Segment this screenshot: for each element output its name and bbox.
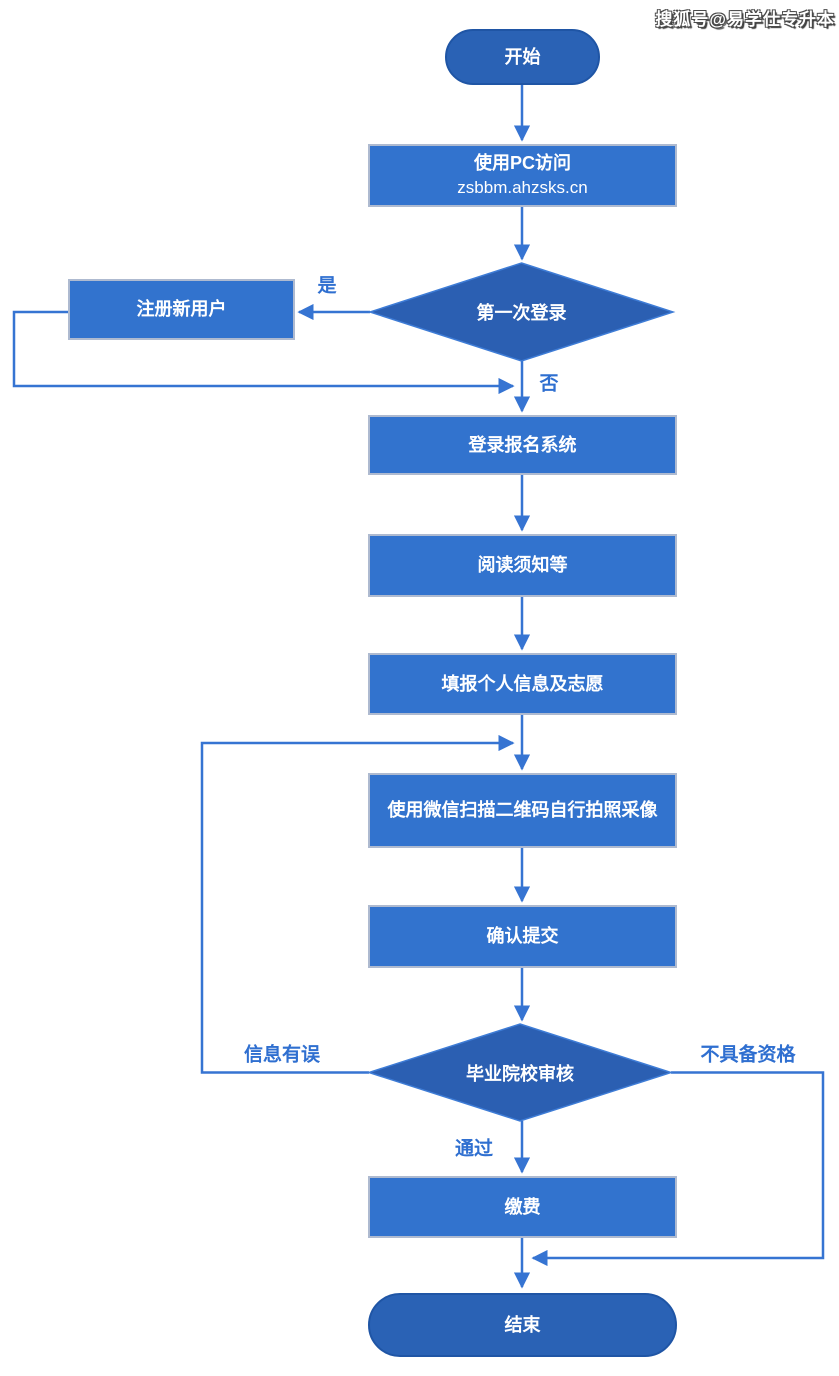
node-wechat-photo-label: 使用微信扫描二维码自行拍照采像: [387, 800, 658, 821]
edge-label-yes: 是: [317, 275, 337, 297]
edge-label-info-error: 信息有误: [243, 1044, 321, 1066]
decision-school-review-shape: [366, 1023, 674, 1122]
edge-label-no: 否: [539, 373, 559, 395]
node-end: 结束: [368, 1293, 677, 1357]
node-fill-info-label: 填报个人信息及志愿: [441, 673, 604, 694]
node-login-system-label: 登录报名系统: [468, 434, 577, 455]
node-pc-access-url: zsbbm.ahzsks.cn: [457, 178, 588, 198]
node-read-notice: 阅读须知等: [368, 534, 677, 597]
node-end-label: 结束: [504, 1314, 541, 1335]
node-register: 注册新用户: [68, 279, 295, 340]
connector-register-loop-back: [12, 310, 515, 395]
node-start: 开始: [445, 29, 600, 85]
node-pay: 缴费: [368, 1176, 677, 1238]
node-pay-label: 缴费: [504, 1196, 541, 1217]
node-confirm-submit-label: 确认提交: [486, 926, 559, 947]
edge-label-not-qualified: 不具备资格: [700, 1044, 796, 1066]
connector-review-not-qualified-to-end: [531, 1071, 825, 1267]
node-pc-access-line1: 使用PC访问: [473, 153, 571, 174]
watermark-text: 搜狐号@易学仕专升本: [655, 10, 835, 29]
node-confirm-submit: 确认提交: [368, 905, 677, 968]
node-login-system: 登录报名系统: [368, 415, 677, 475]
connector-review-info-error-loop: [200, 734, 515, 1074]
node-read-notice-label: 阅读须知等: [477, 555, 568, 576]
node-fill-info: 填报个人信息及志愿: [368, 653, 677, 715]
node-register-label: 注册新用户: [136, 299, 227, 320]
node-start-label: 开始: [504, 46, 541, 67]
edge-label-pass: 通过: [454, 1138, 494, 1160]
node-wechat-photo: 使用微信扫描二维码自行拍照采像: [368, 773, 677, 848]
decision-first-login-shape: [367, 262, 676, 362]
node-pc-access: 使用PC访问 zsbbm.ahzsks.cn: [368, 144, 677, 207]
